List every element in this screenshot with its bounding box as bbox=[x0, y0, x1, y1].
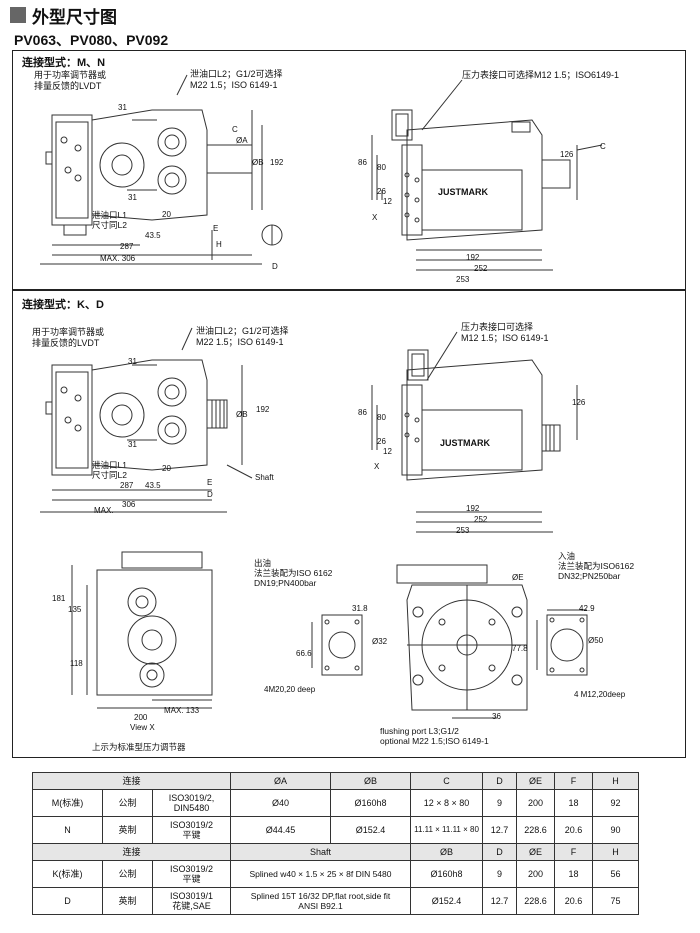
dim-phi-b: ØB bbox=[252, 158, 264, 167]
dim-31-8: 31.8 bbox=[352, 604, 368, 613]
dim2-26: 26 bbox=[377, 437, 386, 446]
dim2-31-top: 31 bbox=[128, 357, 137, 366]
dim2-d: D bbox=[207, 490, 213, 499]
dim-80: 80 bbox=[377, 163, 386, 172]
dim-h: H bbox=[216, 240, 222, 249]
dim-12: 12 bbox=[383, 197, 392, 206]
dim-36: 36 bbox=[492, 712, 501, 721]
page-subtitle: PV063、PV080、PV092 bbox=[14, 32, 169, 48]
dim2-192-right: 192 bbox=[466, 504, 480, 513]
section-mn-label: 连接型式：M、N bbox=[22, 57, 106, 69]
dim2-86: 86 bbox=[358, 408, 367, 417]
dim-200: 200 bbox=[134, 713, 148, 722]
dim-192-left: 192 bbox=[270, 158, 284, 167]
dim-126: 126 bbox=[560, 150, 574, 159]
panel-kd bbox=[12, 290, 686, 758]
section-kd-label: 连接型式：K、D bbox=[22, 299, 104, 311]
dim2-12: 12 bbox=[383, 447, 392, 456]
dim2-287: 287 bbox=[120, 481, 134, 490]
dim-max-133: MAX. 133 bbox=[164, 706, 200, 715]
lvdt-housing bbox=[51, 114, 93, 226]
dim-26: 26 bbox=[377, 187, 386, 196]
dim-phi-e: ØE bbox=[512, 573, 524, 582]
dim2-192: 192 bbox=[256, 405, 270, 414]
dim-x: X bbox=[372, 213, 378, 222]
dim-d-left: D bbox=[272, 262, 278, 271]
dim-66-6: 66.6 bbox=[296, 649, 312, 658]
dim-42-9: 42.9 bbox=[579, 604, 595, 613]
dim-31-bottom: 31 bbox=[128, 193, 137, 202]
dim-135: 135 bbox=[68, 605, 82, 614]
drawing-views bbox=[71, 551, 588, 719]
dim2-x: X bbox=[374, 462, 380, 471]
table-row: K(标准) 公制 ISO3019/2 平键 Splined w40 × 1.5 … bbox=[32, 860, 639, 888]
dim2-126: 126 bbox=[572, 398, 586, 407]
dim-20: 20 bbox=[162, 210, 171, 219]
dim2-252: 252 bbox=[474, 515, 488, 524]
title-square-icon bbox=[10, 7, 26, 23]
table-row: N 英制 ISO3019/2 平键 Ø44.45 Ø152.4 11.11 × … bbox=[32, 816, 639, 844]
dim-181: 181 bbox=[52, 594, 66, 603]
dim-4m12: 4 M12,20deep bbox=[574, 690, 626, 699]
table-row: M(标准) 公制 ISO3019/2, DIN5480 Ø40 Ø160h8 1… bbox=[32, 789, 639, 817]
dim-c-right: C bbox=[600, 142, 606, 151]
dim2-phi-b: ØB bbox=[236, 410, 248, 419]
gauge-note-1: 压力表接口可选择M12 1.5；ISO6149-1 bbox=[462, 70, 620, 80]
shaft-mn bbox=[206, 144, 253, 174]
dim-43-5: 43.5 bbox=[145, 231, 161, 240]
brand-label-1: JUSTMARK bbox=[438, 187, 489, 197]
dim2-80: 80 bbox=[377, 413, 386, 422]
dim-4m20: 4M20,20 deep bbox=[264, 685, 316, 694]
dim-max-306: MAX. 306 bbox=[100, 254, 136, 263]
table-row: D 英制 ISO3019/1 花键,SAE Splined 15T 16/32 … bbox=[32, 887, 639, 915]
dim2-e: E bbox=[207, 478, 213, 487]
dim-252: 252 bbox=[474, 264, 488, 273]
dim-118: 118 bbox=[70, 659, 83, 668]
dim-c-left: C bbox=[232, 125, 238, 134]
shaft-right-mn bbox=[541, 159, 571, 189]
dim-31-top: 31 bbox=[118, 103, 127, 112]
page-title-wrap: 外型尺寸图 bbox=[10, 4, 117, 27]
brand-label-2: JUSTMARK bbox=[440, 438, 491, 448]
drawing-mn bbox=[40, 74, 603, 271]
dim-e: E bbox=[213, 224, 219, 233]
dim-77-8: 77.8 bbox=[512, 644, 528, 653]
lvdt-note-1: 用于功率调节器或排量反馈的LVDT bbox=[34, 70, 107, 91]
table-header-2: 连接 Shaft ØB D ØE F H bbox=[32, 843, 639, 861]
dim-86: 86 bbox=[358, 158, 367, 167]
dim2-max: MAX. bbox=[94, 506, 114, 515]
dim-phi-a: ØA bbox=[236, 136, 248, 145]
spec-table: 连接 ØA ØB C D ØE F H M(标准) 公制 ISO3019/2, … bbox=[32, 772, 639, 915]
standard-regulator-caption: 上示为标准型压力调节器 bbox=[92, 742, 186, 752]
dim2-31-bottom: 31 bbox=[128, 440, 137, 449]
panel-mn bbox=[12, 50, 686, 290]
dim2-306: 306 bbox=[122, 500, 136, 509]
dim2-253: 253 bbox=[456, 526, 470, 535]
dim-phi-32: Ø32 bbox=[372, 637, 388, 646]
page-title: 外型尺寸图 bbox=[32, 7, 117, 27]
dim-287: 287 bbox=[120, 242, 134, 251]
view-x-label: View X bbox=[130, 723, 155, 732]
dim-phi-50: Ø50 bbox=[588, 636, 604, 645]
dim2-20: 20 bbox=[162, 464, 171, 473]
lvdt-note-2: 用于功率调节器或排量反馈的LVDT bbox=[32, 327, 105, 348]
table-header-1: 连接 ØA ØB C D ØE F H bbox=[32, 772, 639, 790]
dim-253: 253 bbox=[456, 275, 470, 284]
drawing-kd bbox=[40, 327, 578, 533]
dim-192-right: 192 bbox=[466, 253, 480, 262]
dim2-shaft: Shaft bbox=[255, 473, 274, 482]
dim2-43-5: 43.5 bbox=[145, 481, 161, 490]
